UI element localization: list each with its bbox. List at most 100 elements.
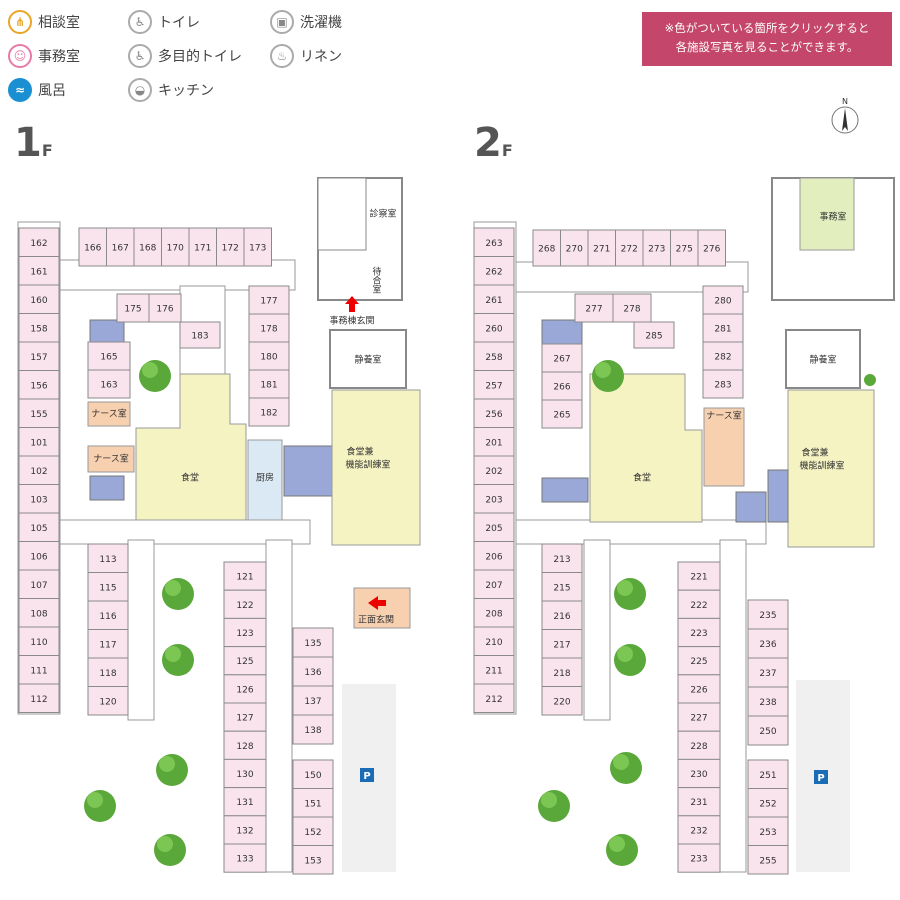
room-number: 110 — [30, 638, 47, 648]
area-kinou-2f[interactable] — [787, 389, 875, 548]
guest-room-151 — [292, 788, 334, 818]
guest-room-277 — [574, 293, 614, 323]
area-bath-2f[interactable] — [541, 477, 589, 503]
floor-1-plan: 診察室 待合室 事務棟玄関 静養室 食堂 厨房 食堂兼 機能訓練室 ナース室 ナ… — [17, 177, 421, 873]
room-number: 285 — [645, 332, 662, 342]
legend-label: 洗濯機 — [300, 15, 342, 31]
room-number: 235 — [759, 611, 776, 621]
area-nurse-2f[interactable] — [703, 407, 745, 487]
guest-room-203 — [473, 484, 515, 514]
laundry-icon: ▣ — [270, 10, 294, 34]
area-bath-1f-small[interactable] — [89, 475, 125, 501]
guest-room-237 — [747, 657, 789, 688]
room-number: 122 — [236, 601, 253, 611]
room-number: 180 — [260, 353, 277, 363]
click-notice: ※色がついている箇所をクリックすると 各施設写真を見ることができます。 — [642, 12, 892, 66]
room-number: 276 — [703, 245, 720, 255]
area-jimushitsu[interactable] — [799, 177, 855, 251]
room-number: 257 — [485, 381, 502, 391]
entrance-arrow-icon — [368, 596, 386, 610]
area-chubo[interactable] — [247, 439, 283, 521]
room-seiyo-2f[interactable] — [785, 329, 861, 389]
guest-room-173 — [243, 227, 272, 267]
room-number: 136 — [304, 668, 321, 678]
room-number: 250 — [759, 727, 776, 737]
room-number: 151 — [304, 799, 321, 809]
room-number: 221 — [690, 573, 707, 583]
room-shinsatsu[interactable] — [317, 177, 367, 251]
rooms-layer: 1621611601581571561551011021031051061071… — [18, 227, 789, 875]
room-number: 155 — [30, 410, 47, 420]
room-number: 177 — [260, 297, 277, 307]
room-seiyo[interactable] — [329, 329, 407, 389]
label-kinou: 食堂兼 — [346, 446, 373, 458]
room-number: 275 — [676, 245, 693, 255]
corridor — [127, 539, 155, 721]
guest-room-255 — [747, 845, 789, 875]
guest-room-161 — [18, 256, 60, 286]
area-shokudo-2f[interactable] — [589, 373, 703, 523]
room-number: 262 — [485, 267, 502, 277]
guest-room-207 — [473, 569, 515, 599]
area-kinou[interactable] — [331, 389, 421, 546]
room-number: 258 — [485, 353, 502, 363]
room-number: 183 — [191, 332, 208, 342]
corridor — [583, 539, 611, 721]
room-number: 106 — [30, 552, 47, 562]
compass: N — [830, 97, 860, 136]
guest-room-226 — [677, 674, 721, 704]
legend-soudan: ⋔ 相談室 — [8, 10, 80, 34]
guest-room-131 — [223, 787, 267, 817]
guest-room-221 — [677, 561, 721, 591]
guest-room-278 — [612, 293, 652, 323]
area-shokudo[interactable] — [135, 373, 247, 521]
room-number: 266 — [553, 383, 570, 393]
guest-room-138 — [292, 714, 334, 745]
main-entrance[interactable] — [353, 587, 411, 629]
legend-linen: ♨ リネン — [270, 44, 342, 68]
legend-furo: ≈ 風呂 — [8, 78, 66, 102]
room-number: 128 — [236, 742, 253, 752]
area-bath-2f[interactable] — [735, 491, 767, 523]
room-number: 117 — [99, 640, 116, 650]
room-number: 265 — [553, 411, 570, 421]
guest-room-166 — [78, 227, 107, 267]
guest-room-108 — [18, 598, 60, 628]
guest-room-160 — [18, 284, 60, 314]
area-nurse-2[interactable] — [87, 445, 135, 473]
legend-label: 風呂 — [38, 83, 66, 99]
notice-line-2: 各施設写真を見ることができます。 — [675, 40, 859, 54]
consultation-icon: ⋔ — [8, 10, 32, 34]
room-number: 157 — [30, 353, 47, 363]
room-number: 217 — [553, 640, 570, 650]
area-nurse-1[interactable] — [87, 401, 131, 427]
room-number: 270 — [566, 245, 583, 255]
guest-room-231 — [677, 787, 721, 817]
guest-room-125 — [223, 646, 267, 676]
room-number: 158 — [30, 324, 47, 334]
guest-room-206 — [473, 541, 515, 571]
area-bath-2f[interactable] — [767, 469, 789, 523]
room-number: 216 — [553, 612, 570, 622]
guest-room-153 — [292, 845, 334, 875]
tree-icon — [610, 752, 642, 784]
room-number: 207 — [485, 581, 502, 591]
room-number: 118 — [99, 669, 116, 679]
tree-icon — [606, 834, 638, 866]
tree-icon — [139, 360, 171, 392]
guest-room-106 — [18, 541, 60, 571]
guest-room-168 — [133, 227, 162, 267]
guest-room-230 — [677, 758, 721, 789]
guest-room-267 — [541, 343, 583, 373]
room-number: 161 — [30, 267, 47, 277]
guest-room-182 — [248, 397, 290, 427]
guest-room-233 — [677, 843, 721, 873]
label-nurse-2f: ナース室 — [706, 410, 742, 422]
area-bath-1f-small[interactable] — [89, 319, 125, 345]
guest-room-165 — [87, 341, 131, 371]
guest-room-261 — [473, 284, 515, 314]
room-number: 215 — [553, 583, 570, 593]
legend-label: 多目的トイレ — [158, 49, 242, 65]
area-bath-2f[interactable] — [541, 319, 583, 345]
area-bath-1f[interactable] — [283, 445, 335, 497]
